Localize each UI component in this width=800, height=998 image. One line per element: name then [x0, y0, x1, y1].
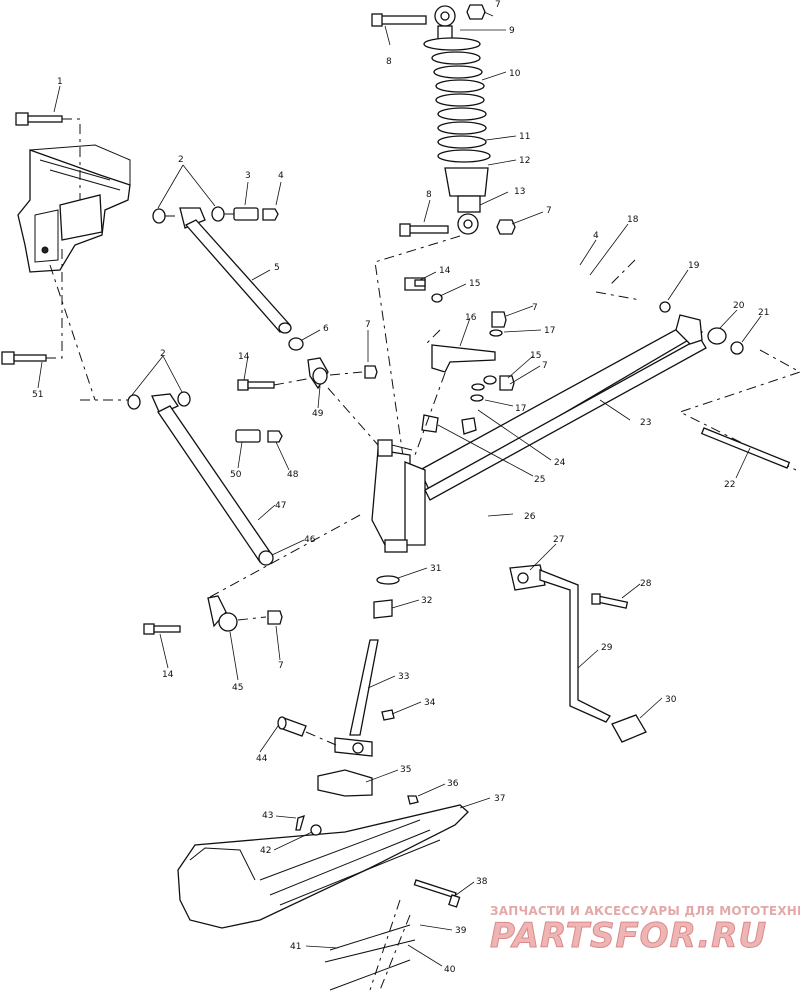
- upper-a-arm: [152, 206, 304, 351]
- callout-17: 17: [544, 326, 555, 336]
- callout-1: 1: [57, 77, 63, 87]
- callout-49: 49: [312, 409, 324, 419]
- callout-43: 43: [262, 811, 273, 821]
- mount-bracket: [404, 277, 515, 456]
- callout-7: 7: [542, 361, 548, 371]
- callout-8: 8: [386, 57, 392, 67]
- spindle-assembly: [277, 575, 400, 757]
- callout-14: 14: [162, 670, 174, 680]
- callout-40: 40: [444, 965, 456, 975]
- callout-11: 11: [519, 132, 530, 142]
- callout-14: 14: [238, 352, 250, 362]
- callout-45: 45: [232, 683, 243, 693]
- callout-26: 26: [524, 512, 536, 522]
- trailing-arm: [419, 259, 800, 501]
- callout-41: 41: [290, 942, 301, 952]
- callout-labels: 1 2 3 4 5 6 7 8 9 10 11 12 13 8 7 14 15 …: [32, 0, 769, 975]
- callout-50: 50: [230, 470, 242, 480]
- callout-25: 25: [534, 475, 545, 485]
- callout-42: 42: [260, 846, 271, 856]
- ball-joint-45: [143, 514, 361, 635]
- callout-33: 33: [398, 672, 409, 682]
- callout-14: 14: [439, 266, 451, 276]
- callout-12: 12: [519, 156, 530, 166]
- callout-17: 17: [515, 404, 526, 414]
- callout-3: 3: [245, 171, 251, 181]
- callout-31: 31: [430, 564, 441, 574]
- leader-lines: [37, 11, 762, 967]
- callout-10: 10: [509, 69, 521, 79]
- callout-21: 21: [758, 308, 769, 318]
- callout-5: 5: [274, 263, 280, 273]
- callout-7: 7: [365, 320, 371, 330]
- callout-36: 36: [447, 779, 459, 789]
- callout-39: 39: [455, 926, 467, 936]
- callout-27: 27: [553, 535, 564, 545]
- callout-4: 4: [593, 231, 599, 241]
- steering-arm: [509, 564, 647, 743]
- callout-7: 7: [546, 206, 552, 216]
- callout-46: 46: [304, 535, 316, 545]
- callout-47: 47: [275, 501, 286, 511]
- callout-2: 2: [160, 349, 166, 359]
- callout-23: 23: [640, 418, 651, 428]
- callout-35: 35: [400, 765, 411, 775]
- callout-9: 9: [509, 26, 515, 36]
- callout-4: 4: [278, 171, 284, 181]
- bolt-51: [1, 245, 63, 365]
- callout-44: 44: [256, 754, 268, 764]
- callout-6: 6: [323, 324, 329, 334]
- callout-18: 18: [627, 215, 639, 225]
- callout-22: 22: [724, 480, 735, 490]
- callout-8: 8: [426, 190, 432, 200]
- callout-13: 13: [514, 187, 525, 197]
- callout-19: 19: [688, 261, 700, 271]
- callout-34: 34: [424, 698, 436, 708]
- ski: [177, 795, 469, 991]
- watermark-tagline: ЗАПЧАСТИ И АКСЕССУАРЫ ДЛЯ МОТОТЕХНИКИ: [490, 904, 800, 918]
- callout-7: 7: [532, 303, 538, 313]
- callout-7: 7: [495, 0, 501, 10]
- callout-38: 38: [476, 877, 488, 887]
- callout-28: 28: [640, 579, 652, 589]
- lower-a-arm: [49, 264, 283, 566]
- callout-7: 7: [278, 661, 284, 671]
- callout-15: 15: [530, 351, 541, 361]
- ball-joint-49: [307, 357, 379, 446]
- callout-48: 48: [287, 470, 299, 480]
- callout-37: 37: [494, 794, 505, 804]
- spindle-housing: [371, 439, 426, 553]
- callout-20: 20: [733, 301, 745, 311]
- callout-32: 32: [421, 596, 432, 606]
- callout-51: 51: [32, 390, 43, 400]
- callout-16: 16: [465, 313, 477, 323]
- watermark-logo: PARTSFOR.RU: [489, 916, 768, 957]
- bolt-1: [15, 112, 81, 200]
- callout-2: 2: [178, 155, 184, 165]
- callout-30: 30: [665, 695, 677, 705]
- frame-bracket: [17, 144, 131, 273]
- shock-absorber: [371, 4, 516, 471]
- callout-15: 15: [469, 279, 480, 289]
- bolt-14-upper: [237, 377, 313, 391]
- callout-24: 24: [554, 458, 566, 468]
- callout-29: 29: [601, 643, 613, 653]
- ski-saddle: [317, 769, 373, 797]
